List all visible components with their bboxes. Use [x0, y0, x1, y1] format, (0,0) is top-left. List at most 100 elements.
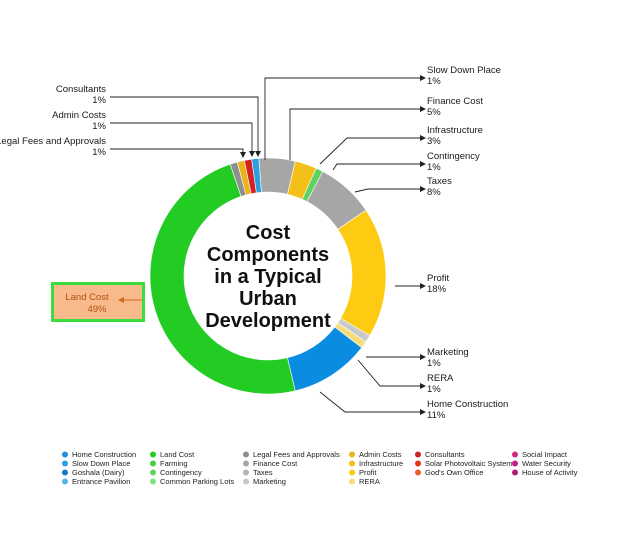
- legend-swatch-marketing: [243, 478, 249, 485]
- legend-swatch-common-parking-lots: [150, 478, 156, 485]
- legend-swatch-house-of-activity: [512, 469, 518, 476]
- center-title-line-5: Development: [205, 310, 331, 332]
- legend-item-water-security: Water Security: [512, 459, 571, 468]
- legend-label-finance-cost: Finance Cost: [253, 459, 298, 468]
- label-infrastructure-percent: 3%: [427, 136, 441, 147]
- leader-consultants: [110, 96, 261, 157]
- legend-item-god-s-own-office: God's Own Office: [415, 468, 483, 477]
- legend-item-house-of-activity: House of Activity: [512, 468, 578, 477]
- legend-swatch-rera: [349, 478, 355, 485]
- legend-item-farming: Farming: [150, 459, 188, 468]
- leader-infrastructure: [319, 135, 426, 165]
- legend-label-profit: Profit: [359, 468, 377, 477]
- legend-swatch-god-s-own-office: [415, 469, 421, 476]
- label-legal-fees-and-approvals-name: Legal Fees and Approvals: [0, 136, 106, 147]
- center-title-line-4: Urban: [239, 288, 297, 310]
- legend-label-home-construction: Home Construction: [72, 450, 136, 459]
- label-profit-name: Profit: [427, 273, 450, 284]
- legend-swatch-consultants: [415, 451, 421, 458]
- legend-label-entrance-pavilion: Entrance Pavilion: [72, 477, 130, 486]
- slice-land-cost: [149, 163, 296, 395]
- legend-swatch-legal-fees-and-approvals: [243, 451, 249, 458]
- legend-item-legal-fees-and-approvals: Legal Fees and Approvals: [243, 450, 340, 459]
- legend-swatch-social-impact: [512, 451, 518, 458]
- legend-swatch-slow-down-place: [62, 460, 68, 467]
- legend-item-goshala-dairy: Goshala (Dairy): [62, 468, 125, 477]
- legend-item-marketing: Marketing: [243, 477, 286, 486]
- legend-swatch-finance-cost: [243, 460, 249, 467]
- label-land-cost-name: Land Cost: [65, 292, 109, 303]
- label-home-construction-percent: 11%: [427, 410, 446, 421]
- legend-swatch-goshala-dairy: [62, 469, 68, 476]
- label-legal-fees-and-approvals-percent: 1%: [92, 147, 106, 158]
- legend-swatch-land-cost: [150, 451, 156, 458]
- legend-label-marketing: Marketing: [253, 477, 286, 486]
- legend-label-contingency: Contingency: [160, 468, 202, 477]
- legend-swatch-solar-photovoltaic-systems: [415, 460, 421, 467]
- label-slow-down-place-percent: 1%: [427, 76, 441, 87]
- legend-swatch-contingency: [150, 469, 156, 476]
- label-taxes-name: Taxes: [427, 176, 452, 187]
- label-rera-percent: 1%: [427, 384, 441, 395]
- legend-item-entrance-pavilion: Entrance Pavilion: [62, 477, 130, 486]
- leader-lines: [110, 75, 426, 415]
- legend-label-legal-fees-and-approvals: Legal Fees and Approvals: [253, 450, 340, 459]
- slice-consultants: [243, 158, 257, 195]
- legend-label-goshala-dairy: Goshala (Dairy): [72, 468, 125, 477]
- land-cost-box: [54, 285, 142, 319]
- legend-label-common-parking-lots: Common Parking Lots: [160, 477, 234, 486]
- legend-item-finance-cost: Finance Cost: [243, 459, 298, 468]
- slice-profit: [337, 209, 387, 336]
- donut-slices: [149, 157, 387, 395]
- legend-swatch-water-security: [512, 460, 518, 467]
- legend-label-house-of-activity: House of Activity: [522, 468, 578, 477]
- legend-item-infrastructure: Infrastructure: [349, 459, 403, 468]
- legend-swatch-taxes: [243, 469, 249, 476]
- legend-swatch-infrastructure: [349, 460, 355, 467]
- leader-slow-down-place: [264, 75, 426, 160]
- legend-label-taxes: Taxes: [253, 468, 273, 477]
- leader-taxes: [354, 186, 426, 193]
- legend-label-farming: Farming: [160, 459, 188, 468]
- leader-legal-fees-and-approvals: [110, 148, 246, 158]
- label-consultants-percent: 1%: [92, 95, 106, 106]
- legend-label-infrastructure: Infrastructure: [359, 459, 403, 468]
- legend-item-common-parking-lots: Common Parking Lots: [150, 477, 234, 486]
- legend-label-social-impact: Social Impact: [522, 450, 568, 459]
- legend-label-god-s-own-office: God's Own Office: [425, 468, 483, 477]
- label-finance-cost-name: Finance Cost: [427, 96, 483, 107]
- center-title-line-1: Cost: [246, 222, 291, 244]
- legend-label-consultants: Consultants: [425, 450, 465, 459]
- leader-rera: [357, 359, 426, 389]
- legend-swatch-profit: [349, 469, 355, 476]
- legend-item-admin-costs: Admin Costs: [349, 450, 402, 459]
- label-marketing-name: Marketing: [427, 347, 469, 358]
- legend-label-admin-costs: Admin Costs: [359, 450, 402, 459]
- label-admin-costs-name: Admin Costs: [52, 110, 106, 121]
- leader-finance-cost: [289, 106, 426, 160]
- legend-label-rera: RERA: [359, 477, 380, 486]
- label-consultants-name: Consultants: [56, 84, 106, 95]
- leader-contingency: [332, 161, 426, 171]
- center-title-line-3: in a Typical: [214, 266, 321, 288]
- legend-label-slow-down-place: Slow Down Place: [72, 459, 130, 468]
- label-admin-costs-percent: 1%: [92, 121, 106, 132]
- legend-item-consultants: Consultants: [415, 450, 465, 459]
- label-slow-down-place-name: Slow Down Place: [427, 65, 501, 76]
- legend-label-water-security: Water Security: [522, 459, 571, 468]
- legend-swatch-farming: [150, 460, 156, 467]
- legend-item-profit: Profit: [349, 468, 377, 477]
- label-contingency-name: Contingency: [427, 151, 480, 162]
- legend-swatch-admin-costs: [349, 451, 355, 458]
- leader-home-construction: [319, 391, 426, 415]
- label-rera-name: RERA: [427, 373, 454, 384]
- legend-item-land-cost: Land Cost: [150, 450, 195, 459]
- legend-item-rera: RERA: [349, 477, 380, 486]
- legend-label-solar-photovoltaic-systems: Solar Photovoltaic Systems: [425, 459, 517, 468]
- label-profit-percent: 18%: [427, 284, 447, 295]
